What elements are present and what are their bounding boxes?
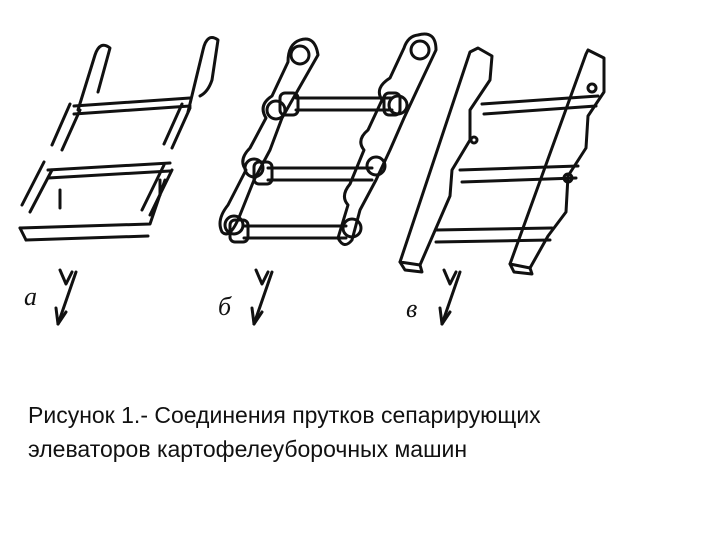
panel-a-drawing: [18, 36, 220, 242]
arrow-icon-b: [250, 268, 274, 326]
panel-label-c: в: [406, 294, 418, 323]
panel-c-drawing: [398, 46, 606, 276]
caption-line-2: элеваторов картофелеуборочных машин: [28, 436, 468, 462]
caption-line-1: Рисунок 1.- Соединения прутков сепарирую…: [28, 402, 541, 428]
figure-caption: Рисунок 1.- Соединения прутков сепарирую…: [28, 398, 708, 466]
arrow-icon-a: [54, 268, 78, 326]
arrow-icon-c: [438, 268, 462, 326]
panel-label-b: б: [218, 292, 232, 321]
panel-b-drawing: [218, 32, 438, 246]
panel-label-a: а: [24, 282, 37, 311]
